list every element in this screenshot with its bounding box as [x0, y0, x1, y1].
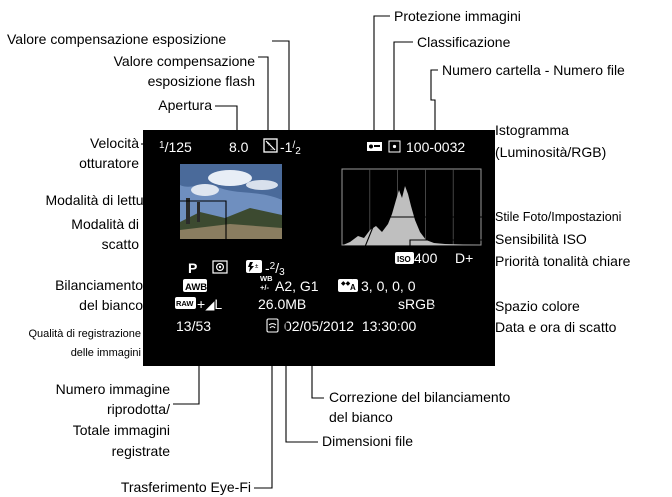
svg-text:−: −: [270, 147, 274, 153]
histogram: [341, 168, 482, 246]
aperture-value: 8.0: [229, 139, 249, 155]
label-img-num-2: riprodotta/: [107, 401, 170, 417]
picture-style-icon: ◆◆ A: [338, 279, 358, 292]
label-color-space: Spazio colore: [495, 298, 580, 314]
image-thumbnail: [180, 164, 282, 239]
eyefi-icon: [266, 318, 279, 333]
svg-text:WB: WB: [260, 274, 273, 283]
label-metering: Modalità di lettura: [45, 192, 156, 208]
quality-value: +◢L: [197, 296, 222, 312]
file-size-value: 26.0MB: [258, 296, 306, 312]
quality-icon: RAW: [175, 297, 196, 309]
label-histogram-2: (Luminosità/RGB): [495, 144, 606, 160]
svg-text:+: +: [267, 142, 271, 148]
wb-correction-icon: WB +/-: [260, 274, 273, 292]
label-quality-2: delle immagini: [71, 347, 141, 359]
label-img-num-4: registrate: [112, 443, 171, 459]
label-quality-1: Qualità di registrazione: [28, 328, 141, 340]
callout-labels: Valore compensazione esposizione Valore …: [7, 8, 631, 495]
picture-style-values: 3, 0, 0, 0: [361, 278, 416, 294]
flash-comp-icon: ±: [246, 260, 262, 273]
shooting-mode-value: P: [188, 260, 197, 276]
folder-file-value: 100-0032: [406, 139, 465, 155]
label-flash-comp-2: esposizione flash: [148, 73, 255, 89]
protect-icon: [367, 142, 382, 151]
label-img-num-1: Numero immagine: [56, 381, 171, 397]
label-wb-2: del bianco: [79, 297, 143, 313]
label-flash-comp-1: Valore compensazione: [114, 53, 256, 69]
rating-icon: [388, 140, 401, 153]
callout-lines: [141, 15, 492, 489]
svg-text:AWB: AWB: [185, 282, 207, 293]
svg-text:+/-: +/-: [260, 283, 269, 292]
svg-text:±: ±: [255, 264, 259, 270]
label-file-size: Dimensioni file: [322, 433, 413, 449]
exposure-comp-icon: + −: [263, 138, 278, 153]
label-protect: Protezione immagini: [394, 8, 521, 24]
wb-icon: AWB: [183, 279, 207, 293]
metering-icon: [212, 260, 228, 274]
color-space-value: sRGB: [398, 296, 435, 312]
label-wb-1: Bilanciamento: [55, 277, 143, 293]
image-count-value: 13/53: [176, 318, 211, 334]
label-wb-corr-2: del bianco: [329, 409, 393, 425]
label-aperture: Apertura: [158, 97, 212, 113]
svg-text:ISO: ISO: [397, 255, 411, 264]
label-histogram-1: Istogramma: [495, 122, 569, 138]
label-iso: Sensibilità ISO: [495, 231, 587, 247]
label-datetime: Data e ora di scatto: [495, 319, 617, 335]
label-folder: Numero cartella - Numero file: [442, 62, 625, 78]
label-eyefi: Trasferimento Eye-Fi: [121, 479, 251, 495]
label-exposure-comp: Valore compensazione esposizione: [7, 31, 226, 47]
label-picture-style: Stile Foto/Impostazioni: [495, 210, 621, 224]
svg-text:◆◆: ◆◆: [341, 281, 351, 287]
wb-correction-value: A2, G1: [275, 278, 319, 294]
label-highlight: Priorità tonalità chiare: [495, 253, 631, 269]
datetime-value: 02/05/2012 13:30:00: [284, 318, 417, 334]
highlight-tone-value: D+: [455, 250, 473, 266]
label-rating: Classificazione: [417, 34, 511, 50]
svg-text:A: A: [350, 283, 356, 292]
shutter-speed-value: 1/125: [159, 139, 192, 155]
label-img-num-3: Totale immagini: [73, 422, 170, 438]
iso-icon: ISO: [395, 252, 414, 264]
label-shutter-1: Velocità: [90, 135, 139, 151]
label-shoot-mode-2: scatto: [102, 236, 140, 252]
label-shoot-mode-1: Modalità di: [71, 216, 139, 232]
label-wb-corr-1: Correzione del bilanciamento: [329, 389, 511, 405]
iso-value: 400: [414, 250, 438, 266]
svg-text:RAW: RAW: [176, 299, 194, 308]
label-shutter-2: otturatore: [79, 155, 139, 171]
